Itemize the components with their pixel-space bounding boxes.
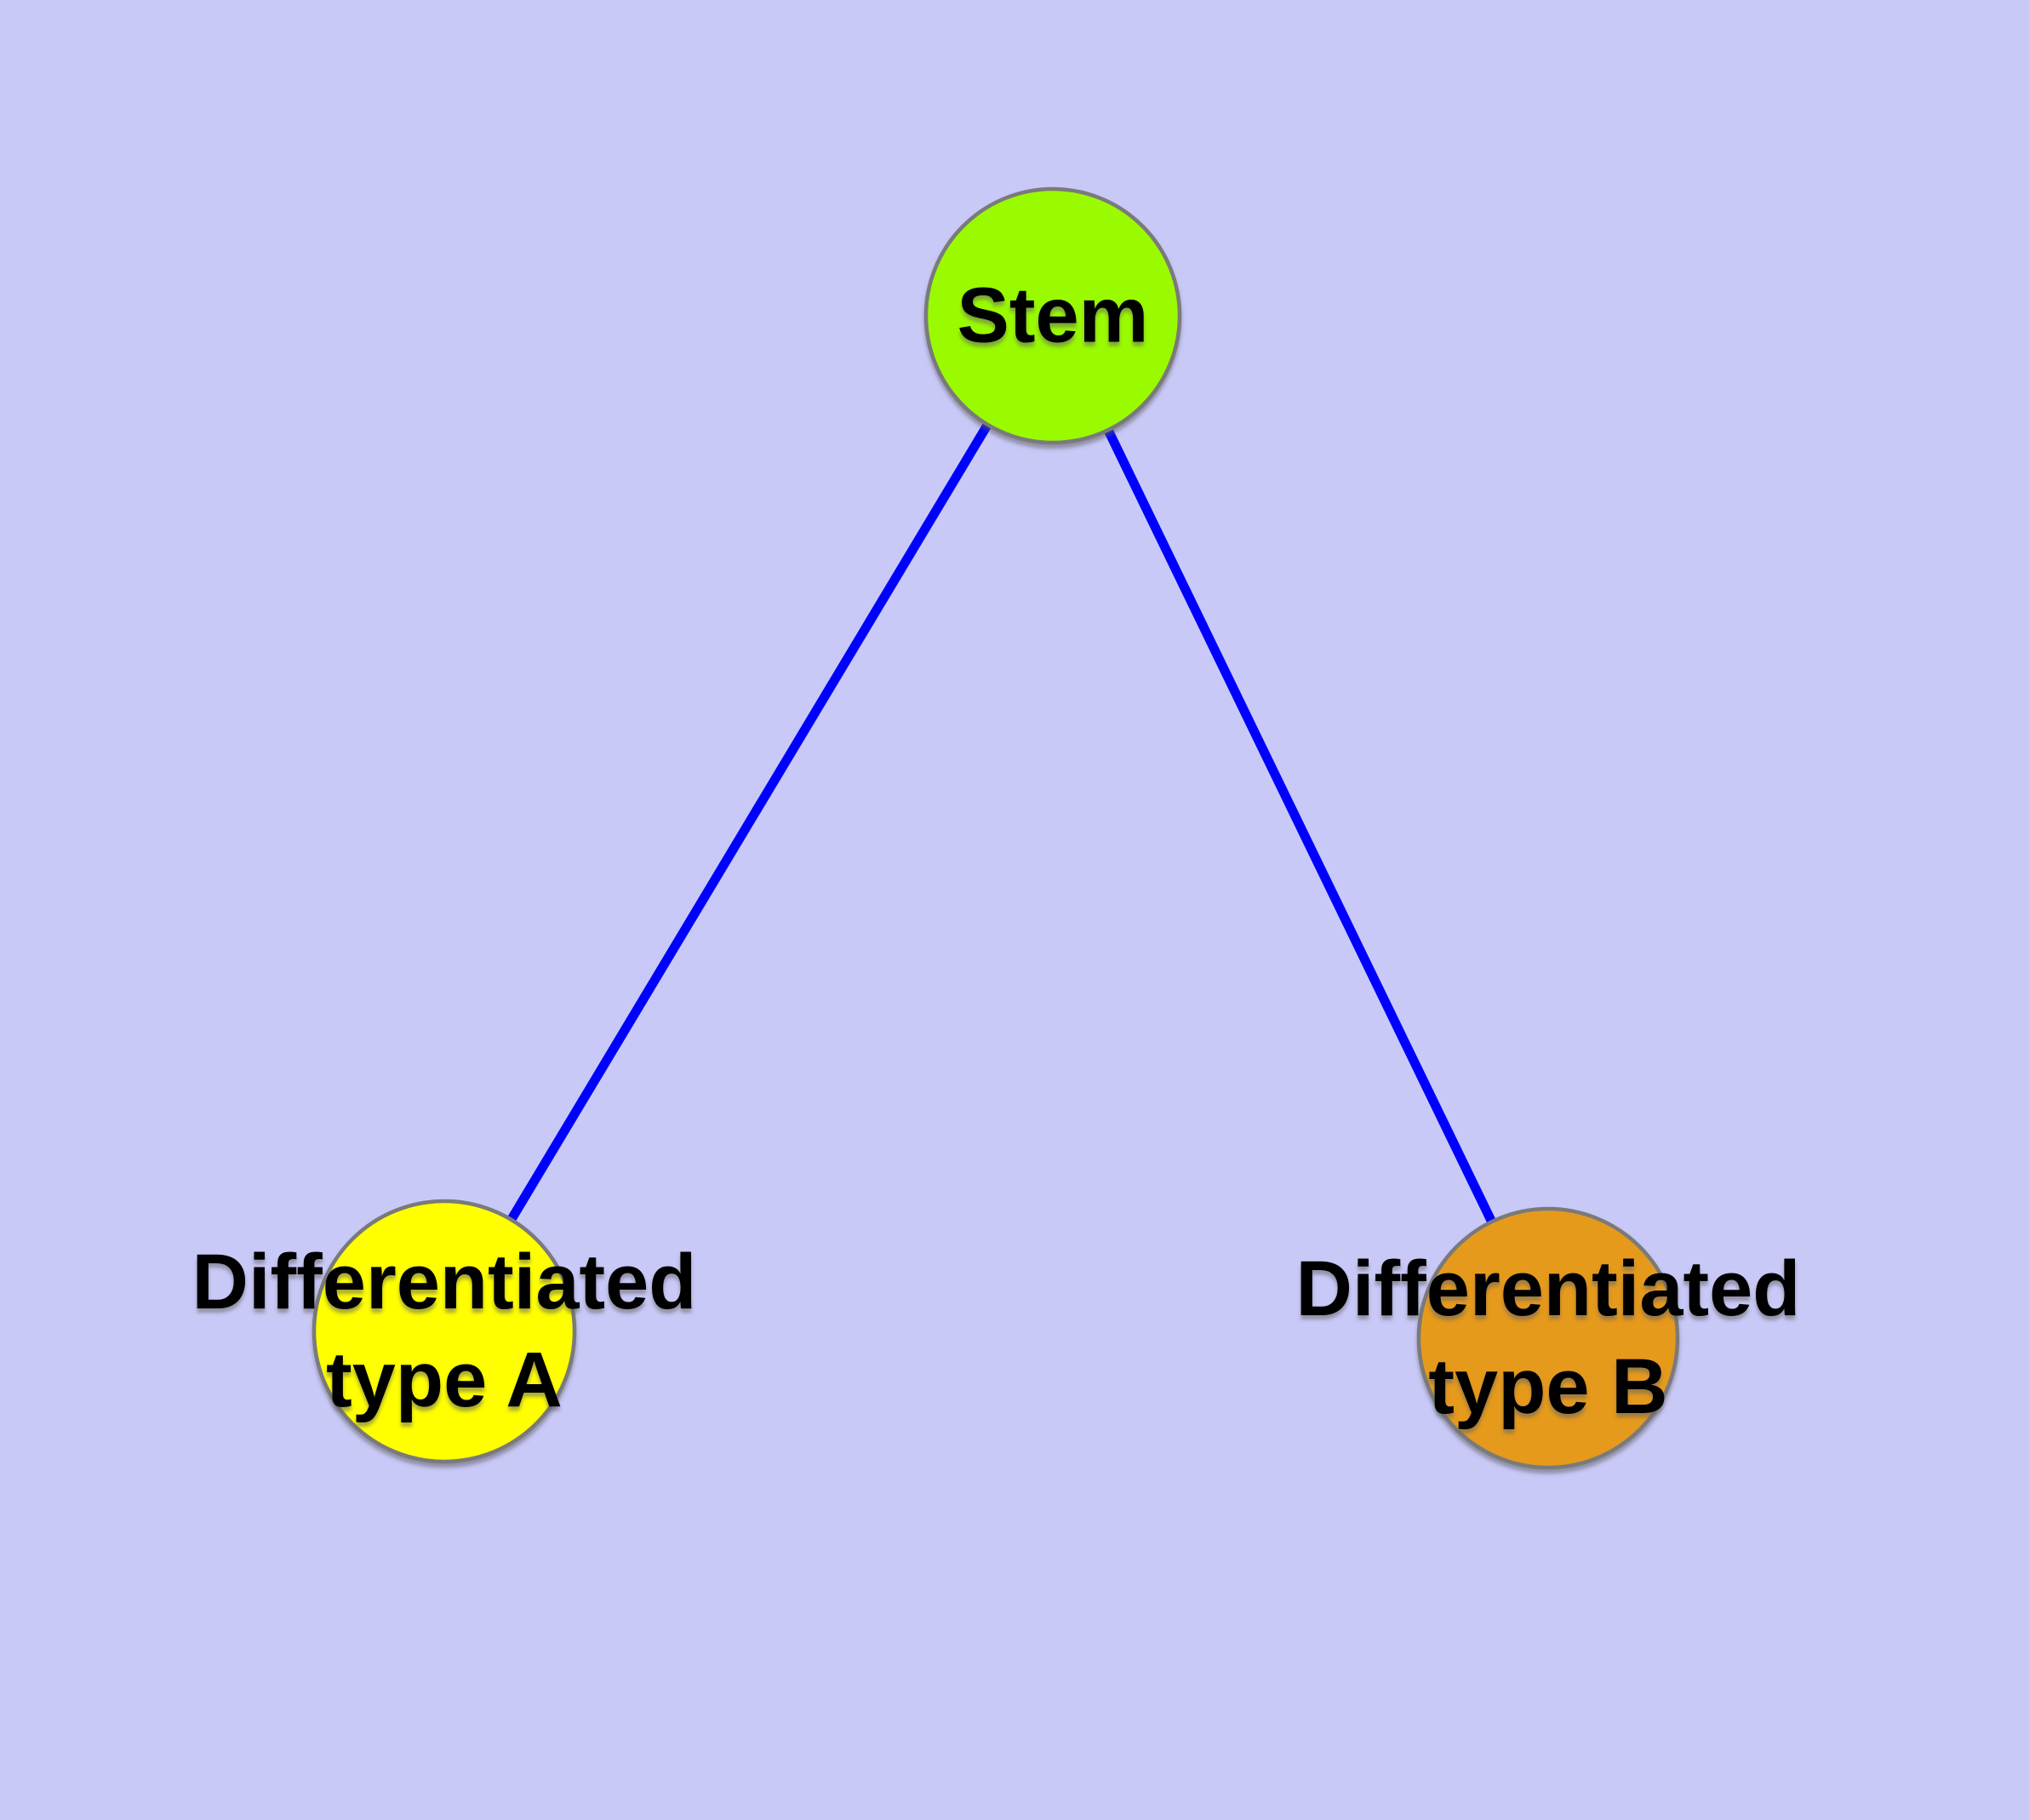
node-type-b-label-line1: Differentiated [1295, 1245, 1801, 1332]
node-type-a-label-line1: Differentiated [191, 1239, 697, 1325]
node-stem-label: Stem [957, 267, 1149, 365]
node-stem-label-text: Stem [957, 272, 1149, 359]
node-differentiated-type-a-label: Differentiated type A [192, 1233, 697, 1429]
node-stem-circle [923, 186, 1182, 445]
node-differentiated-type-a-circle [311, 1199, 577, 1464]
node-differentiated-type-b-circle [1416, 1206, 1680, 1470]
edge-stem-to-type-b [1048, 311, 1553, 1343]
node-differentiated-type-b-label: Differentiated type B [1296, 1240, 1801, 1436]
edge-stem-to-type-a [439, 311, 1058, 1336]
node-type-a-label-line2: type A [326, 1336, 563, 1423]
node-type-b-label-line2: type B [1428, 1343, 1668, 1430]
